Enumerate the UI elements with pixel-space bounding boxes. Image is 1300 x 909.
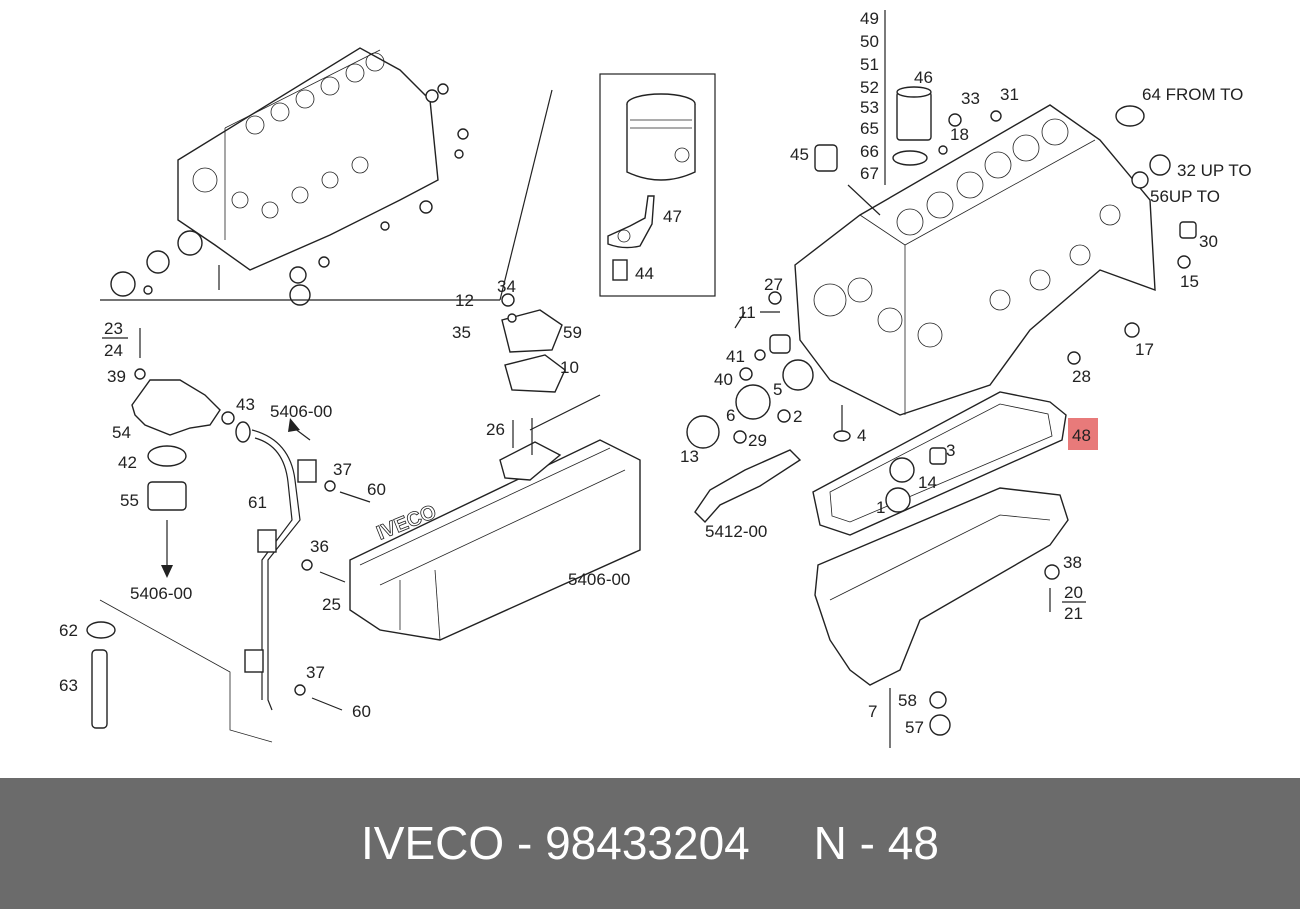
callout-36: 36 [310, 537, 329, 556]
callout-54: 54 [112, 423, 131, 442]
callout-38: 38 [1063, 553, 1082, 572]
callout-2: 2 [793, 407, 802, 426]
callout-15: 15 [1180, 272, 1199, 291]
callout-6: 6 [726, 406, 735, 425]
callout-48[interactable]: 48 [1072, 426, 1091, 445]
callout-27: 27 [764, 275, 783, 294]
oil-pan-and-gasket [812, 391, 1098, 748]
callout-4: 4 [857, 426, 866, 445]
part-number: 98433204 [545, 817, 750, 869]
callout-12: 12 [455, 291, 474, 310]
callout-5412-00: 5412-00 [705, 522, 767, 541]
callout-46: 46 [914, 68, 933, 87]
callout-5: 5 [773, 380, 782, 399]
callout-5406-00-b: 5406-00 [270, 402, 332, 421]
callout-61: 61 [248, 493, 267, 512]
callout-18: 18 [950, 125, 969, 144]
callout-63: 63 [59, 676, 78, 695]
callout-1: 1 [876, 498, 885, 517]
callout-21: 21 [1064, 604, 1083, 623]
callout-3: 3 [946, 441, 955, 460]
engine-parts-diagram: 49 50 51 52 53 65 66 67 46 33 31 18 45 6… [59, 9, 1252, 748]
callout-62: 62 [59, 621, 78, 640]
callout-39: 39 [107, 367, 126, 386]
callout-60-a: 60 [367, 480, 386, 499]
callout-47: 47 [663, 207, 682, 226]
callout-11: 11 [738, 303, 756, 322]
callout-43: 43 [236, 395, 255, 414]
caption-separator-2: - [846, 817, 888, 869]
callout-67: 67 [860, 164, 879, 183]
callout-65: 65 [860, 119, 879, 138]
callout-60-b: 60 [352, 702, 371, 721]
callout-23: 23 [104, 319, 123, 338]
callout-40: 40 [714, 370, 733, 389]
valve-cover [349, 293, 641, 641]
brand-label: IVECO [361, 817, 505, 869]
callout-42: 42 [118, 453, 137, 472]
callout-5406-00-a: 5406-00 [130, 584, 192, 603]
callout-50: 50 [860, 32, 879, 51]
callout-56: 56UP TO [1150, 187, 1220, 206]
part-caption: IVECO - 98433204 N - 48 [0, 778, 1300, 909]
callout-33: 33 [961, 89, 980, 108]
callout-32: 32 UP TO [1177, 161, 1252, 180]
callout-30: 30 [1199, 232, 1218, 251]
camshaft-and-seals [686, 311, 851, 524]
callout-20: 20 [1064, 583, 1083, 602]
callout-59: 59 [563, 323, 582, 342]
callout-29: 29 [748, 431, 767, 450]
callout-57: 57 [905, 718, 924, 737]
callout-51: 51 [860, 55, 879, 74]
callout-13: 13 [680, 447, 699, 466]
position-prefix: N [813, 817, 847, 869]
piston-assembly-box [599, 73, 716, 297]
callout-labels: 49 50 51 52 53 65 66 67 46 33 31 18 45 6… [59, 9, 1252, 737]
callout-10: 10 [560, 358, 579, 377]
position-number: 48 [887, 817, 939, 869]
callout-41: 41 [726, 347, 745, 366]
callout-34: 34 [497, 277, 516, 296]
callout-24: 24 [104, 341, 123, 360]
highlight-48[interactable] [1068, 418, 1098, 450]
footer-bar: IVECO - 98433204 N - 48 [0, 778, 1300, 909]
callout-55: 55 [120, 491, 139, 510]
callout-66: 66 [860, 142, 879, 161]
callout-5406-00-c: 5406-00 [568, 570, 630, 589]
callout-35: 35 [452, 323, 471, 342]
callout-37-a: 37 [333, 460, 352, 479]
callout-53: 53 [860, 98, 879, 117]
callout-14: 14 [918, 473, 937, 492]
oil-filler-and-dipstick [86, 328, 371, 743]
engine-block-main [768, 10, 1197, 416]
caption-separator: - [504, 817, 546, 869]
callout-44: 44 [635, 264, 654, 283]
callout-37-b: 37 [306, 663, 325, 682]
callout-17: 17 [1135, 340, 1154, 359]
callout-49: 49 [860, 9, 879, 28]
callout-28: 28 [1072, 367, 1091, 386]
callout-45: 45 [790, 145, 809, 164]
callout-64: 64 FROM TO [1142, 85, 1243, 104]
callout-7: 7 [868, 702, 877, 721]
engine-block-overview [100, 47, 553, 306]
caption-gap [750, 817, 814, 869]
callout-58: 58 [898, 691, 917, 710]
callout-25: 25 [322, 595, 341, 614]
callout-31: 31 [1000, 85, 1019, 104]
callout-52: 52 [860, 78, 879, 97]
callout-26: 26 [486, 420, 505, 439]
